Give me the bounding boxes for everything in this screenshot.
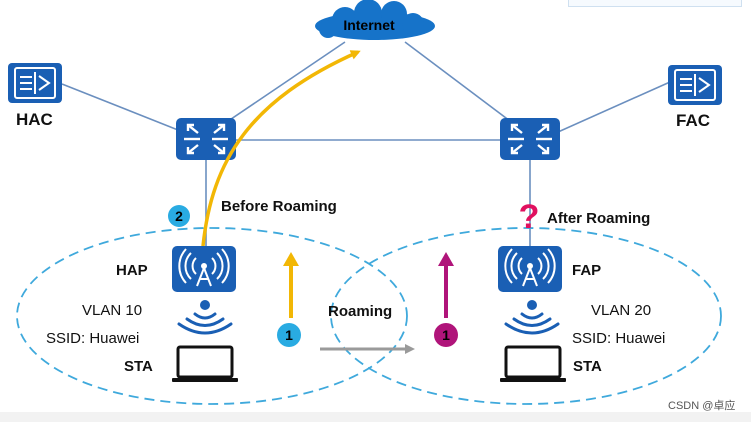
uplink-arrow-after [438,252,454,318]
access-point-icon [172,246,236,292]
ssid-left-label: SSID: Huawei [46,330,140,347]
fac-label: FAC [676,111,710,130]
after-roaming-label: After Roaming [547,210,651,227]
svg-text:2: 2 [175,208,183,224]
sta-left-label: STA [124,358,153,375]
hap-label: HAP [116,262,148,279]
link-fac-fswitch [557,81,671,133]
uplink-arrow-before [283,252,299,318]
step-badge-1-left: 1 [277,323,301,347]
bottom-bar-decoration [0,412,751,422]
switch-icon [500,118,560,160]
svg-text:1: 1 [442,327,450,343]
switch-icon [176,118,236,160]
before-roaming-label: Before Roaming [221,198,337,215]
top-bar-decoration [568,0,742,7]
access-controller-icon [8,63,62,103]
wifi-icon [177,300,233,335]
question-mark: ? [519,198,540,236]
vlan-right-label: VLAN 20 [591,302,652,319]
fap-coverage-ellipse [330,227,722,405]
roaming-label: Roaming [328,303,393,320]
watermark-label: CSDN @卓应 [668,400,736,412]
hap-coverage-ellipse [16,227,408,405]
link-hac-hswitch [61,83,179,131]
hac-label: HAC [16,110,53,129]
wifi-icon [504,300,560,335]
traffic-path-before-roaming [201,50,361,247]
ssid-right-label: SSID: Huawei [572,330,666,347]
vlan-left-label: VLAN 10 [82,302,143,319]
fap-label: FAP [572,262,602,279]
svg-text:1: 1 [285,327,293,343]
sta-right-label: STA [573,358,602,375]
internet-label: Internet [343,17,395,33]
access-point-icon [498,246,562,292]
laptop-icon [500,345,566,382]
laptop-icon [172,345,238,382]
coverage-areas [16,227,722,405]
cloud-icon [315,0,435,40]
access-controller-icon [668,65,722,105]
step-badge-2: 2 [168,205,190,227]
step-badge-1-right: 1 [434,323,458,347]
